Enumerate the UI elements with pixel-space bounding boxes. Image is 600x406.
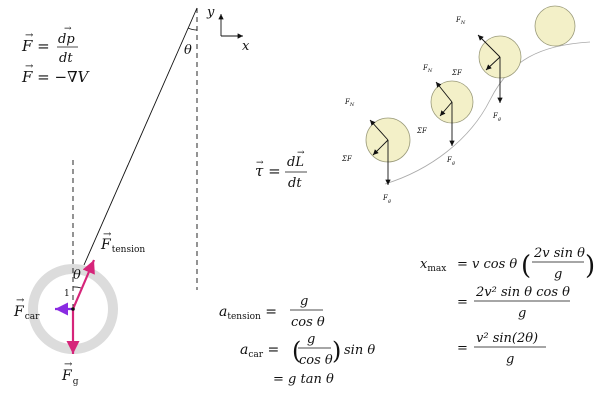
xmax-line2-num: 2v² sin θ cos θ <box>475 285 570 300</box>
vector-arrow-glyph: → <box>25 61 34 72</box>
torque-den: dt <box>288 176 302 191</box>
car-force-label: Fcar <box>13 304 40 322</box>
net-arrow-1 <box>372 139 389 156</box>
pendulum-string <box>83 7 198 266</box>
rolling-balls: FN ΣF Fg FN ΣF Fg FN ΣF Fg <box>341 5 591 204</box>
a-car-num: g <box>307 332 315 347</box>
vector-arrow-glyph: → <box>297 148 305 158</box>
normal-label-1: FN <box>344 98 355 108</box>
a-car-tail: sin θ <box>344 343 375 358</box>
xmax-line3-den: g <box>506 352 514 367</box>
normal-arrow-1 <box>369 119 389 141</box>
force-den-1: dt <box>59 51 73 66</box>
a-car-den: cos θ <box>299 353 333 368</box>
vector-arrow-glyph: → <box>64 359 73 370</box>
arc-mark: 1 <box>64 289 70 299</box>
xmax-line1-num: 2v sin θ <box>533 246 585 261</box>
theta-wheel: θ <box>73 268 81 283</box>
paren-close: ) <box>332 337 341 365</box>
angle-arc-wheel <box>72 286 82 289</box>
gravity-label: Fg <box>61 368 79 387</box>
gravity-label-2: Fg <box>446 156 455 166</box>
vector-arrow-glyph: → <box>256 158 264 168</box>
vector-arrow-glyph: → <box>25 30 34 41</box>
potential-equation: F = −∇V <box>21 68 91 86</box>
equals-sign: = <box>457 295 468 310</box>
equals-sign: = <box>457 341 468 356</box>
normal-arrow-2 <box>435 81 453 103</box>
gravity-label-1: Fg <box>382 194 391 204</box>
torque-num: dL <box>287 155 304 170</box>
net-label-3: ΣF <box>451 69 463 77</box>
ball-4 <box>534 5 576 47</box>
theta-top: θ <box>184 43 192 58</box>
vector-arrow-glyph: → <box>16 295 25 306</box>
coordinate-axes: y x <box>206 5 250 54</box>
tension-arrow <box>71 259 96 310</box>
a-tension-den: cos θ <box>291 315 325 330</box>
paren-close: ) <box>585 251 595 281</box>
angle-arc-top <box>187 27 198 31</box>
vector-arrow-glyph: → <box>103 229 112 240</box>
pendulum: θ <box>83 7 198 290</box>
tension-label: Ftension <box>100 237 145 255</box>
xmax-line1-den: g <box>554 267 562 282</box>
torque-equation: τ = dL dt → → <box>255 148 307 191</box>
y-axis-label: y <box>206 5 215 20</box>
force-num-1: dp <box>58 32 75 47</box>
torque-lhs: τ = <box>255 162 281 180</box>
paren-open: ( <box>292 337 301 365</box>
a-tension-lhs: atension = <box>219 304 277 322</box>
force-label-1: F = <box>21 37 50 55</box>
normal-label-3: FN <box>455 16 466 26</box>
a-car-lhs: acar = <box>240 342 279 360</box>
xmax-line1-pre: = v cos θ <box>457 257 517 272</box>
slope-curve <box>384 41 591 185</box>
net-label-1: ΣF <box>341 155 353 163</box>
xmax-lhs: xmax <box>420 257 446 274</box>
acceleration-equations: atension = g cos θ acar = ( g cos θ ) si… <box>219 294 375 387</box>
a-tension-num: g <box>300 294 308 309</box>
pivot-dot <box>71 307 75 311</box>
xmax-line2-den: g <box>518 306 526 321</box>
net-arrow-3 <box>485 56 501 71</box>
projectile-range-equations: xmax = v cos θ ( 2v sin θ g ) = 2v² sin … <box>420 246 595 367</box>
newton-equation: F = dp dt F = −∇V → → → <box>21 24 91 86</box>
a-car-result: = g tan θ <box>273 372 334 387</box>
normal-label-2: FN <box>422 64 433 74</box>
wheel-assembly: θ 1 Ftension → Fcar → Fg → <box>13 160 145 387</box>
vector-arrow-glyph: → <box>64 24 72 34</box>
net-arrow-2 <box>439 101 453 117</box>
xmax-line3-num: v² sin(2θ) <box>476 331 538 346</box>
gravity-label-3: Fg <box>492 112 501 122</box>
normal-arrow-3 <box>477 34 501 58</box>
net-label-2: ΣF <box>416 127 428 135</box>
paren-open: ( <box>521 251 531 281</box>
x-axis-label: x <box>242 39 250 54</box>
